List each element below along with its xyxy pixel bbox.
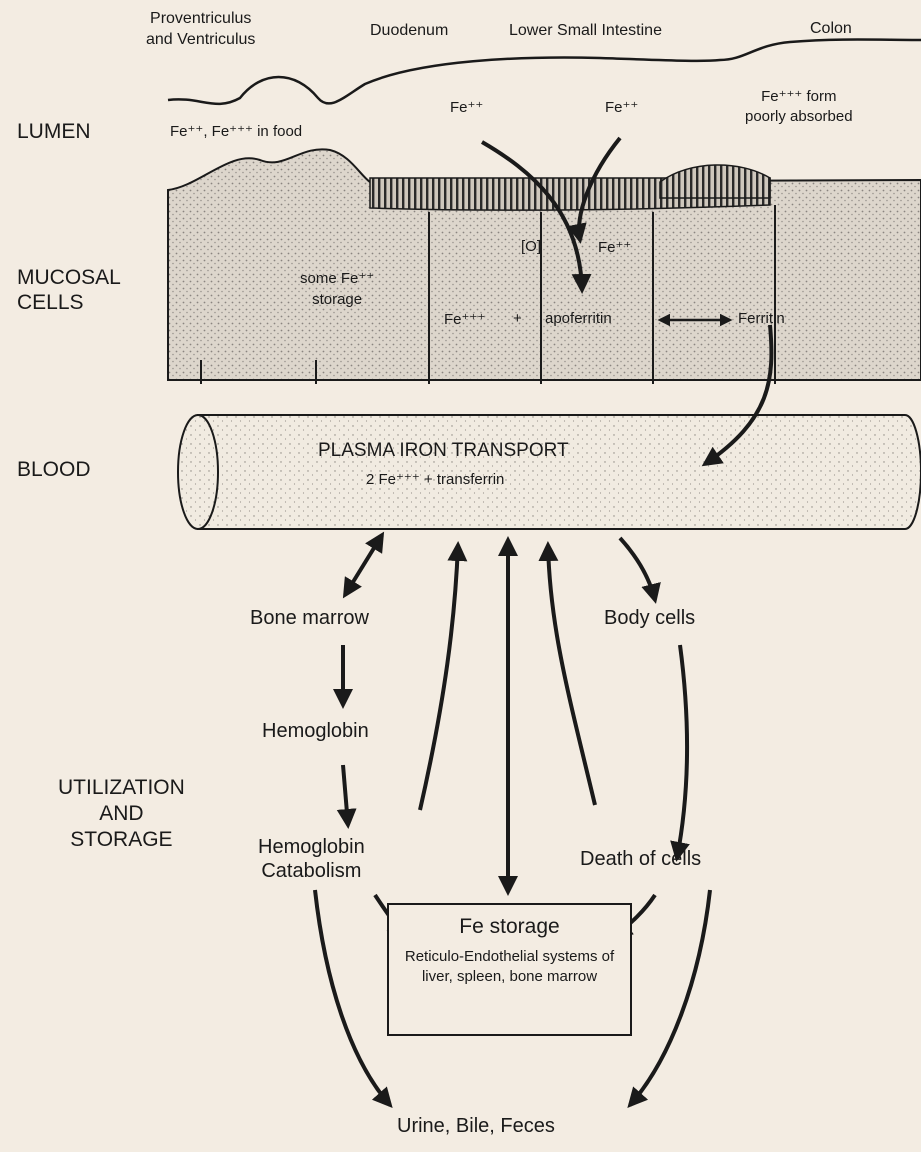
lower-small-intestine-label: Lower Small Intestine — [509, 22, 662, 40]
body-cells-label: Body cells — [604, 607, 695, 630]
mucosal-cells-label: MUCOSAL CELLS — [17, 265, 121, 315]
ferric-iron-label: Fe⁺⁺⁺ — [444, 310, 485, 328]
blood-label: BLOOD — [17, 458, 91, 482]
ferritin-label: Ferritin — [738, 310, 785, 327]
plasma-vessel-end — [178, 415, 218, 529]
colon-label: Colon — [810, 20, 852, 38]
oxidation-label: [O] — [521, 238, 541, 255]
apoferritin-label: apoferritin — [545, 310, 612, 327]
fe-storage-title: Fe storage — [389, 915, 630, 939]
hemoglobin-label: Hemoglobin — [262, 720, 369, 743]
fe-storage-box: Fe storage Reticulo-Endothelial systems … — [387, 903, 632, 1036]
fe-storage-description: Reticulo-Endothelial systems of liver, s… — [389, 947, 630, 987]
excretion-label: Urine, Bile, Feces — [397, 1115, 555, 1138]
brush-border-bump — [660, 165, 770, 198]
ferrous-iron-label-right: Fe⁺⁺ — [605, 98, 638, 116]
lumen-label: LUMEN — [17, 120, 91, 144]
duodenum-label: Duodenum — [370, 22, 448, 40]
some-storage-label: some Fe⁺⁺ storage — [300, 268, 374, 310]
food-iron-label: Fe⁺⁺, Fe⁺⁺⁺ in food — [170, 122, 302, 140]
ferrous-iron-label-left: Fe⁺⁺ — [450, 98, 483, 116]
colon-note-label: Fe⁺⁺⁺ form poorly absorbed — [745, 87, 853, 127]
utilization-and-storage-label: UTILIZATION AND STORAGE — [58, 775, 185, 853]
plasma-vessel — [198, 415, 921, 529]
plasma-iron-transport-title: PLASMA IRON TRANSPORT — [318, 440, 569, 462]
ferrous-iron-mucosal-label: Fe⁺⁺ — [598, 238, 631, 256]
proventriculus-label: Proventriculus and Ventriculus — [146, 8, 255, 50]
transferrin-equation: 2 Fe⁺⁺⁺ + transferrin — [366, 470, 504, 488]
hemoglobin-catabolism-label: Hemoglobin Catabolism — [258, 835, 365, 883]
death-of-cells-label: Death of cells — [580, 848, 701, 871]
plus-sign: + — [513, 310, 522, 327]
bone-marrow-label: Bone marrow — [250, 607, 369, 630]
